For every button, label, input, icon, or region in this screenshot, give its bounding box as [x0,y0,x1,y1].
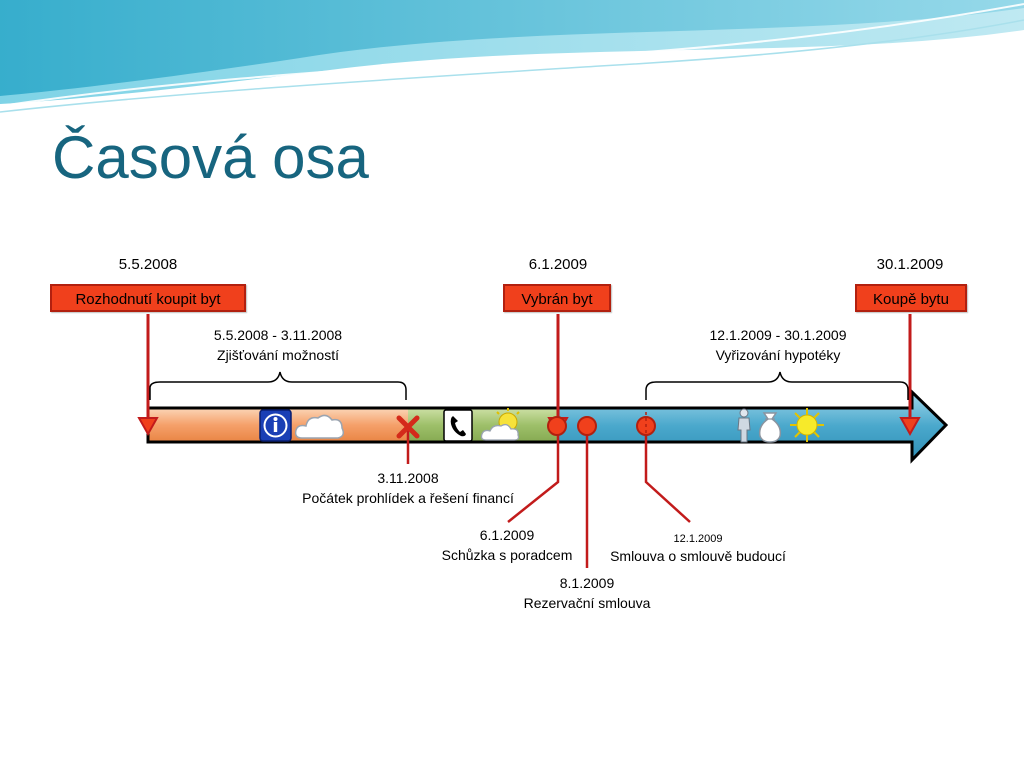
money-bag-icon [758,412,782,443]
milestone-date: 5.5.2008 [118,256,178,273]
event-line [507,434,560,523]
event-date: 8.1.2009 [559,575,615,591]
milestone-date: 30.1.2009 [876,256,944,273]
arrow-outline [146,388,949,464]
info-icon [259,409,292,442]
partly-sunny-icon [480,408,520,441]
sun-icon [790,408,824,442]
period-brace [645,371,909,400]
milestone-triangle [899,417,921,437]
period-label: Vyřizování hypotéky [715,347,841,363]
milestone-date: 6.1.2009 [528,256,588,273]
event-date: 12.1.2009 [673,533,723,545]
milestone-box-selected: Vybrán byt [503,284,611,312]
person-icon [737,408,751,443]
milestone-box-decision: Rozhodnutí koupit byt [50,284,246,312]
event-date: 6.1.2009 [479,527,535,543]
period-label: Zjišťování možností [217,347,339,363]
wave-dark [0,0,1024,96]
period-range: 5.5.2008 - 3.11.2008 [213,327,343,343]
milestone-box-purchase: Koupě bytu [855,284,967,312]
phone-icon [443,409,473,442]
event-label: Rezervační smlouva [523,595,651,611]
wave-line [0,3,1024,107]
event-label: Smlouva o smlouvě budoucí [610,548,786,564]
wave-line-2 [0,19,1024,113]
cloud-icon [294,414,345,439]
event-label: Schůzka s poradcem [441,547,573,563]
event-date: 3.11.2008 [377,470,439,486]
period-range: 12.1.2009 - 30.1.2009 [709,327,847,343]
milestone-triangle [137,417,159,437]
cross-marker [396,415,420,439]
period-brace [149,371,407,400]
header-waves [0,0,1024,113]
phase-blue [558,392,946,460]
event-marker [547,416,567,436]
event-marker [577,416,597,436]
event-line [644,434,691,523]
event-label: Počátek prohlídek a řešení financí [302,490,514,506]
page-title: Časová osa [52,124,369,191]
